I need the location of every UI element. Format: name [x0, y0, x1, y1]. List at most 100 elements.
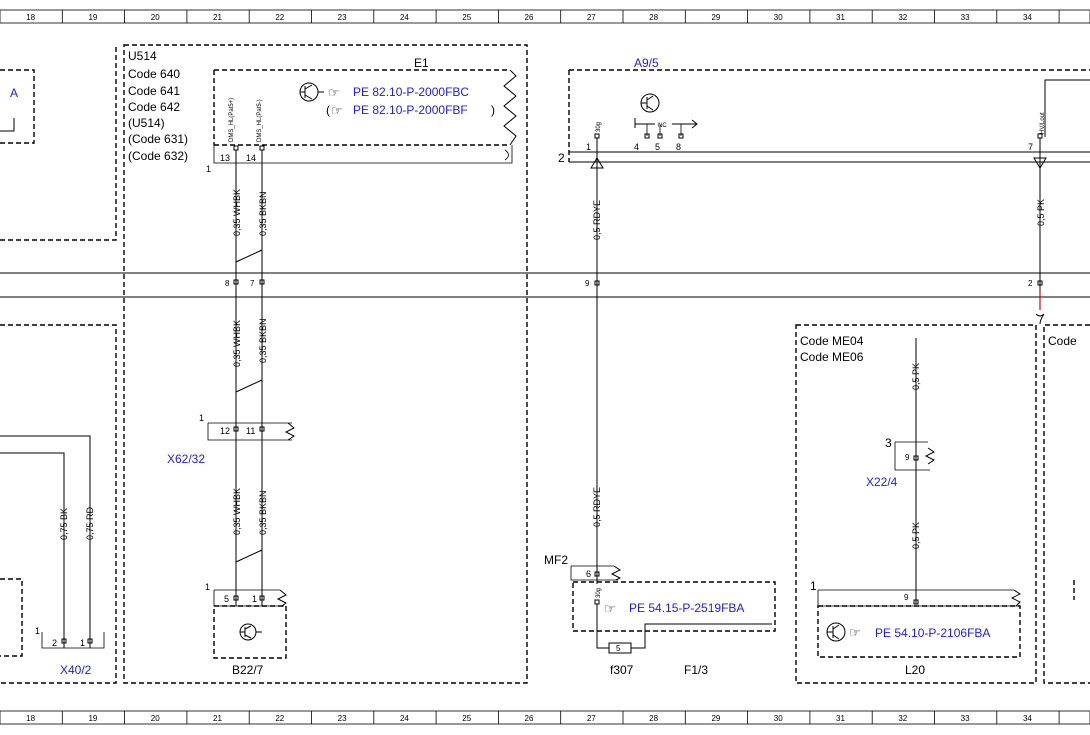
a95-pin-5: 5	[655, 142, 660, 152]
conn-pin-9: 9	[585, 279, 590, 288]
x62-32-label[interactable]: X62/32	[167, 452, 205, 466]
x22-pin-9: 9	[905, 453, 910, 462]
module-a-label[interactable]: A	[10, 86, 18, 100]
a9-5-label[interactable]: A9/5	[634, 56, 659, 70]
a95-pin-1: 1	[586, 142, 591, 152]
ruler-number: 34	[1023, 13, 1032, 22]
wire-label-rdye-1: 0,5 RDYE	[592, 200, 602, 240]
code-me06: Code ME06	[800, 350, 864, 364]
ruler-number: 19	[88, 714, 97, 723]
ruler-number: 27	[587, 13, 596, 22]
e1-ref-link-2[interactable]: PE 82.10-P-2000FBF	[353, 103, 468, 117]
l20-marker: 1	[810, 579, 817, 593]
wire-label-pk-bottom: 0,5 PK	[911, 522, 921, 549]
e1-hand-pointer-icon-1: ☞	[328, 85, 340, 100]
l20-ref-link[interactable]: PE 54.10-P-2106FBA	[875, 626, 990, 640]
x40-pin-1: 1	[80, 638, 85, 648]
u514-line-6: (Code 632)	[128, 149, 188, 163]
e1-marker: 1	[206, 164, 211, 174]
ruler-number: 28	[649, 13, 658, 22]
left-partial-module: A	[0, 45, 117, 241]
a95-30g: 30g	[596, 122, 602, 132]
l20-sensor: 9 1 ☞ PE 54.10-P-2106FBA L20	[810, 579, 1021, 677]
b22-pin-5: 5	[224, 594, 229, 604]
x62-32-connector: 12 11 1 X62/32	[167, 413, 295, 466]
e1-ref-link-1[interactable]: PE 82.10-P-2000FBC	[353, 85, 469, 99]
f13-hand-pointer-icon: ☞	[604, 601, 616, 616]
mf2-pin-6: 6	[586, 569, 591, 579]
x40-2-label[interactable]: X40/2	[60, 663, 92, 677]
x62-pin-11: 11	[246, 426, 255, 436]
u514-line-4: (U514)	[128, 116, 165, 130]
ruler-number: 22	[275, 714, 284, 723]
b22-marker: 1	[205, 582, 210, 592]
wire-label-pk-mid: 0,5 PK	[911, 363, 921, 390]
e1-paren-close: )	[491, 103, 495, 117]
a95-hvl: HV/Lout	[1040, 112, 1046, 134]
f1-3-fuse-box: MF2 6 30g ☞ PE 54.15-P-2519FBA 5 f307 F1…	[544, 553, 776, 677]
pk-wire-top: 0,5 PK 2	[1028, 138, 1046, 325]
ruler-number: 32	[898, 13, 907, 22]
a95-marker: 2	[558, 151, 565, 165]
a95-pin-7: 7	[1028, 142, 1033, 152]
fuse-number: 5	[616, 644, 621, 653]
x40-marker: 1	[35, 626, 40, 636]
ruler-number: 18	[26, 13, 35, 22]
wire-label-rd: 0,75 RD	[85, 506, 95, 540]
conn-pin-7: 7	[250, 279, 255, 288]
e1-label: E1	[414, 56, 429, 70]
x40-pin-2: 2	[52, 638, 57, 648]
code-me04: Code ME04	[800, 334, 864, 348]
ruler-number: 31	[836, 13, 845, 22]
svg-text:☞: ☞	[849, 625, 861, 640]
e1-paren-open: (	[326, 103, 330, 117]
u514-module: U514 Code 640 Code 641 Code 642 (U514) (…	[123, 44, 528, 684]
x62-pin-12: 12	[220, 426, 230, 436]
x22-4-label[interactable]: X22/4	[866, 475, 898, 489]
f13-ref-link[interactable]: PE 54.15-P-2519FBA	[629, 601, 744, 615]
wire-label-bkbn-1: 0,35 BKBN	[258, 191, 268, 236]
ruler-number: 29	[711, 13, 720, 22]
e1-pin-14: 14	[246, 153, 256, 163]
a95-pin-8: 8	[676, 142, 681, 152]
separation-lines	[0, 272, 1090, 298]
f1-3-label: F1/3	[684, 663, 708, 677]
e1-hand-pointer-icon-2: ☞	[331, 103, 343, 118]
ruler-number: 30	[774, 714, 783, 723]
code-right-label: Code	[1048, 334, 1077, 348]
ruler-number: 22	[275, 13, 284, 22]
ruler-number: 19	[88, 13, 97, 22]
b22-7-label: B22/7	[232, 663, 264, 677]
l20-transistor-icon	[826, 622, 846, 642]
u514-line-1: Code 640	[128, 67, 180, 81]
e1-pin-name-1: DMS_HL(Pat5+)	[229, 98, 235, 142]
u514-line-0: U514	[128, 49, 157, 63]
conn-pin-2: 2	[1028, 279, 1033, 288]
wire-label-bk: 0,75 BK	[59, 508, 69, 540]
x40-2-module: 0,75 BK 0,75 RD 2 1 1 X40/2	[0, 324, 117, 684]
l20-hand-pointer-icon: ☞	[849, 625, 861, 640]
u514-line-3: Code 642	[128, 100, 180, 114]
ruler-number: 25	[462, 714, 471, 723]
ruler-number: 25	[462, 13, 471, 22]
e1-wires: 0,35 WHBK 0,35 BKBN 0,35 WHBK 0,35 BKBN …	[225, 150, 268, 606]
code-me-module: Code ME04 Code ME06 Code 0,5 PK 0,5 PK	[795, 324, 1090, 684]
ruler-number: 28	[649, 714, 658, 723]
f13-30g: 30g	[596, 588, 602, 598]
x22-marker: 3	[885, 436, 892, 450]
ruler-number: 23	[338, 714, 347, 723]
a95-pin-4: 4	[634, 142, 639, 152]
wire-label-rdye-2: 0,5 RDYE	[592, 487, 602, 527]
mf2-label: MF2	[544, 553, 568, 567]
b22-pin-1: 1	[252, 594, 257, 604]
ruler-number: 33	[961, 13, 970, 22]
ruler-number: 26	[525, 714, 534, 723]
ruler-number: 20	[151, 13, 160, 22]
a95-transistor-icon	[640, 93, 660, 113]
ruler-number: 24	[400, 13, 409, 22]
ruler-number: 24	[400, 714, 409, 723]
svg-text:☞: ☞	[331, 103, 343, 118]
e1-component: E1 ☞ PE 82.10-P-2000FBC ( ☞ PE 82.10-P-2…	[206, 56, 517, 174]
